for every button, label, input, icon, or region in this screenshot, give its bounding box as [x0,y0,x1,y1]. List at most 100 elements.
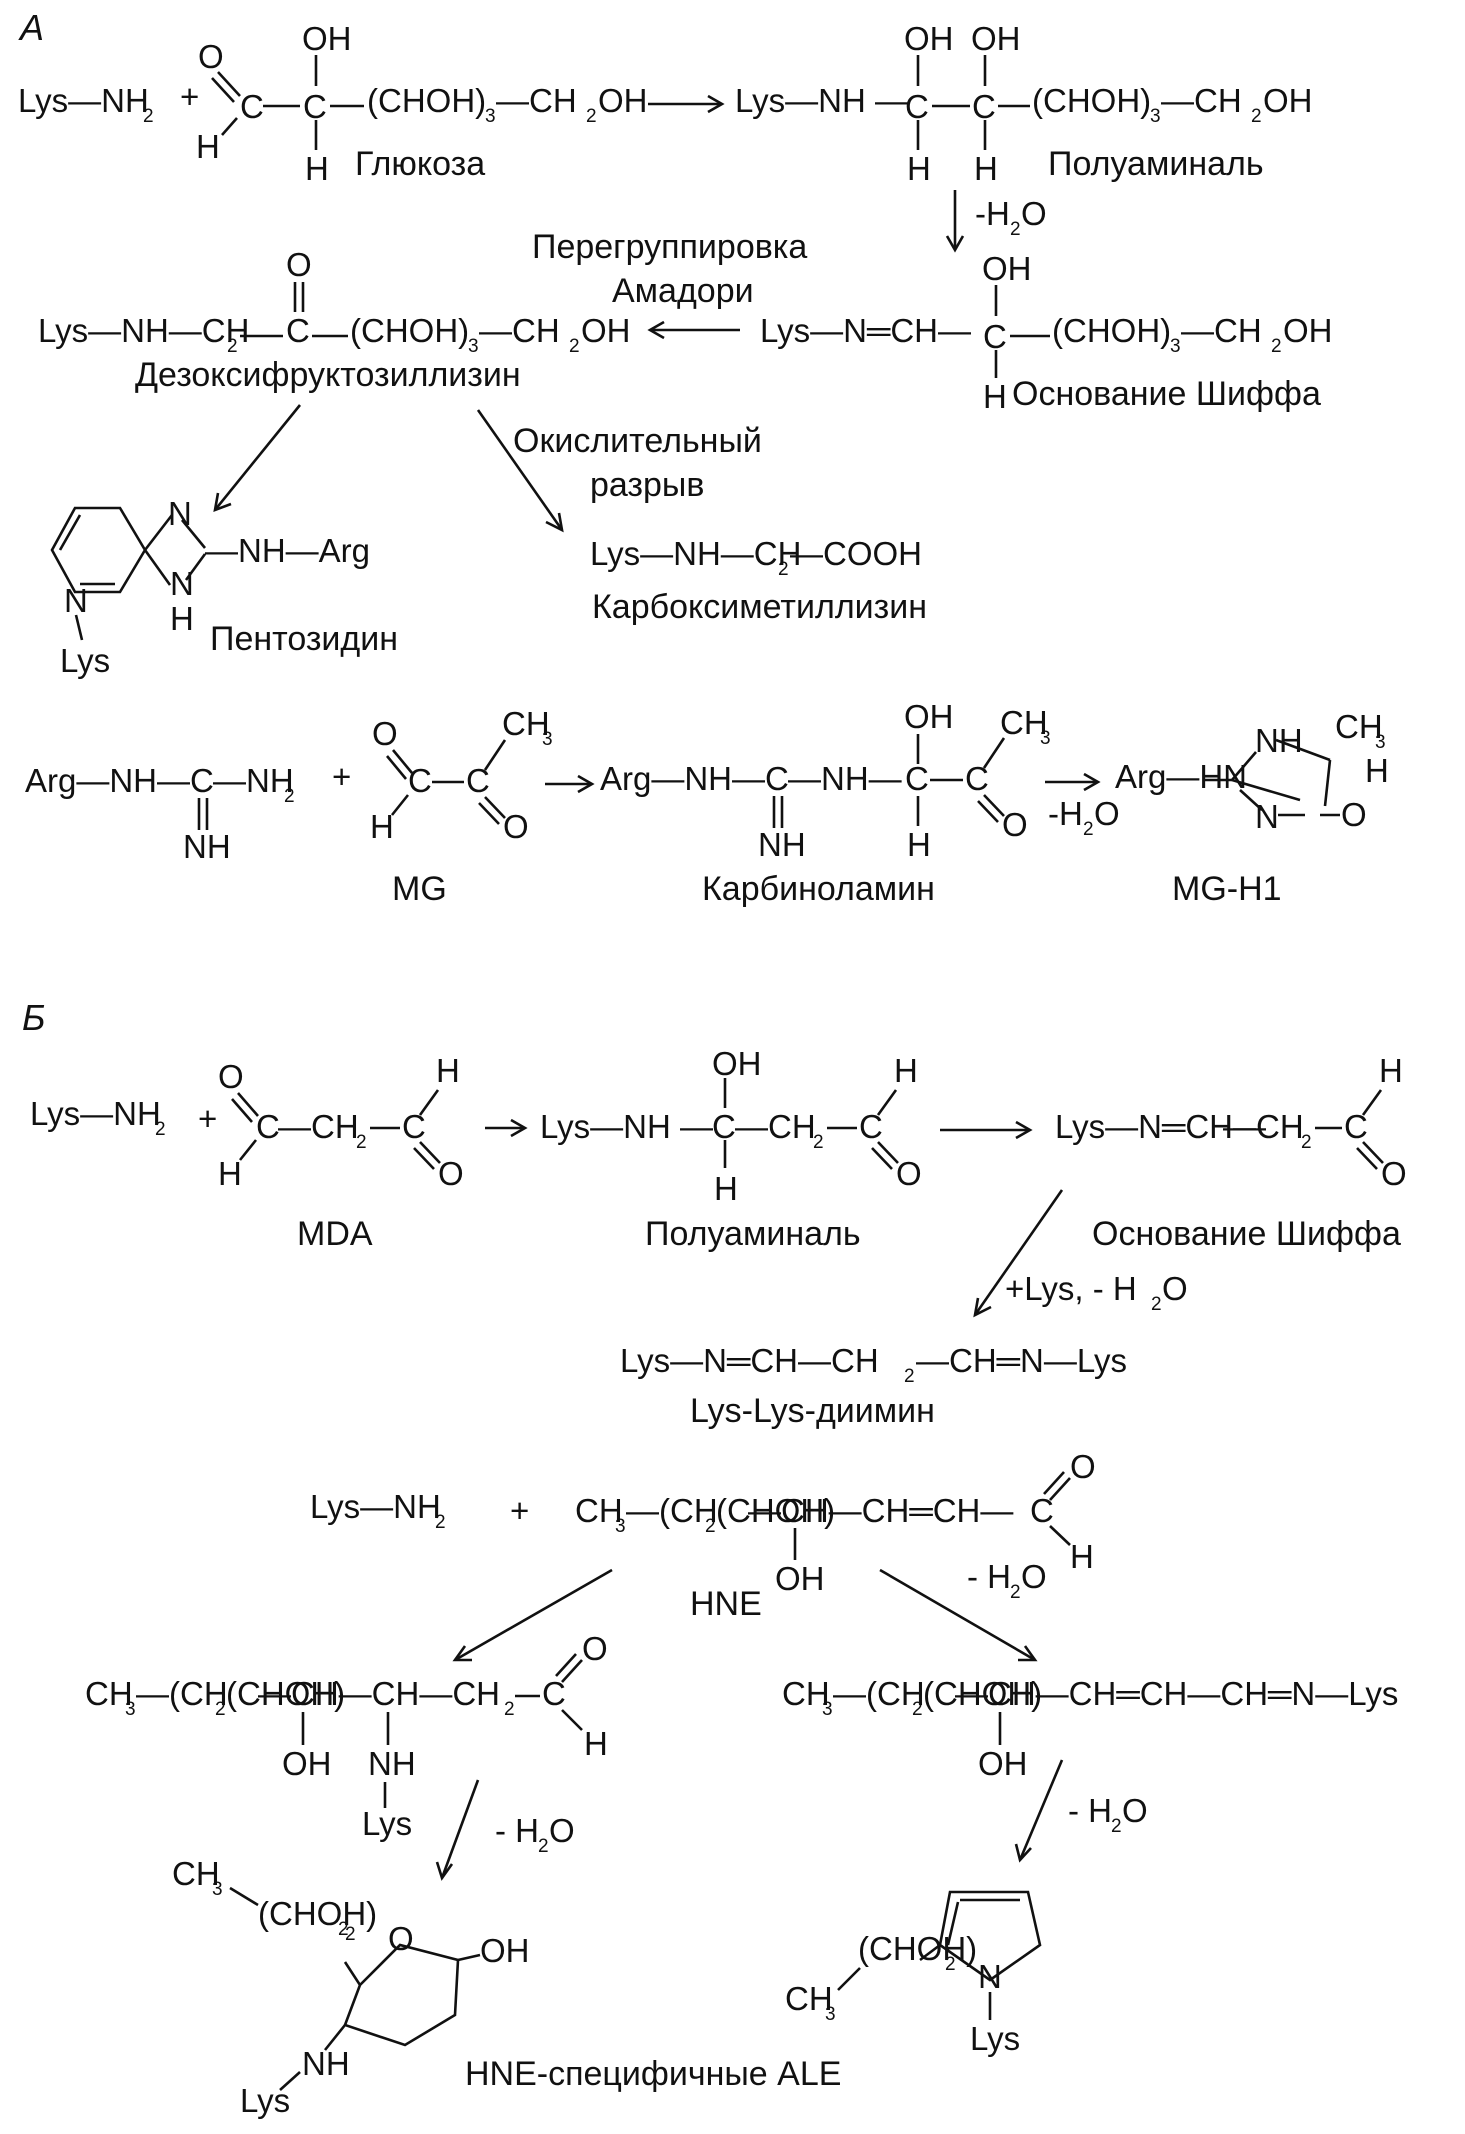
svg-text:—(CH: —(CH [833,1675,925,1712]
lys-water-label: +Lys, - H 2 O [1005,1270,1188,1315]
svg-text:O: O [1094,795,1120,832]
plus-sign: + [180,78,199,115]
svg-text:Lys—NH —: Lys—NH — [540,1108,713,1145]
svg-text:OH: OH [282,1745,332,1782]
arrow-head [647,320,665,340]
oxidative-label-2: разрыв [590,466,704,504]
svg-text:NH: NH [1255,722,1303,759]
svg-text:H: H [370,808,394,845]
polyaminal-a-structure: Lys—NH — C OH H C OH H (CHOH) 3 —CH 2 OH [735,20,1313,187]
svg-text:—CH—CH═CH—: —CH—CH═CH— [748,1492,1013,1529]
svg-text:O: O [1381,1155,1407,1192]
svg-text:OH: OH [982,250,1032,287]
svg-text:-H: -H [975,195,1010,232]
pyrrole-water-label: - H 2 O [1068,1792,1148,1837]
svg-text:—NH: —NH [213,762,294,799]
svg-text:2: 2 [1301,1132,1312,1153]
svg-text:O: O [549,1812,575,1849]
hne-water-label: - H 2 O [967,1558,1047,1603]
svg-text:NH: NH [368,1745,416,1782]
svg-text:—CH—CH═CH—CH═N—Lys: —CH—CH═CH—CH═N—Lys [955,1675,1398,1712]
deoxyfructosyllysine-label: Дезоксифруктозиллизин [135,356,521,394]
svg-text:N: N [1255,798,1279,835]
svg-text:—CH═N—Lys: —CH═N—Lys [916,1342,1127,1379]
svg-text:Lys—N═CH—CH: Lys—N═CH—CH [620,1342,879,1379]
svg-text:O: O [372,715,398,752]
svg-text:—NH—: —NH— [788,760,902,797]
svg-text:2: 2 [1010,219,1021,240]
svg-text:3: 3 [212,1879,223,1900]
svg-text:OH: OH [480,1932,530,1969]
svg-text:(CHOH): (CHOH) [226,1675,345,1712]
svg-text:3: 3 [825,2004,836,2025]
svg-text:C: C [1030,1492,1054,1529]
schiff-base-b-label: Основание Шиффа [1092,1215,1401,1253]
svg-text:C: C [972,88,996,125]
svg-text:Lys: Lys [240,2082,290,2119]
arrow-head [1018,1645,1038,1662]
svg-text:2: 2 [813,1132,824,1153]
svg-text:(CHOH): (CHOH) [367,82,486,119]
svg-text:2: 2 [705,1516,716,1537]
svg-text:C: C [256,1108,280,1145]
polyaminal-b-structure: Lys—NH — C OH H —CH 2 C H O [540,1045,922,1207]
svg-text:C: C [286,312,310,349]
svg-text:NH: NH [758,826,806,863]
svg-text:Lys: Lys [362,1805,412,1842]
svg-text:3: 3 [485,106,496,127]
svg-text:2: 2 [569,336,580,357]
svg-text:N: N [978,1958,1002,1995]
svg-text:3: 3 [1040,728,1051,749]
svg-text:—NH—Arg: —NH—Arg [205,532,370,569]
svg-text:C: C [905,88,929,125]
mda-structure: O C H —CH 2 C H O [218,1052,464,1192]
svg-text:2: 2 [945,1954,956,1975]
arrow-head [545,512,564,533]
arrow-head [1015,1120,1033,1140]
svg-text:2: 2 [284,786,295,807]
mda-label: MDA [297,1215,373,1253]
svg-text:Lys—NH: Lys—NH [30,1095,161,1132]
svg-text:(CHOH): (CHOH) [923,1675,1042,1712]
svg-text:—COOH: —COOH [790,535,922,572]
svg-text:H: H [974,150,998,187]
arrow-head [1014,1843,1032,1863]
svg-text:O: O [388,1920,414,1957]
svg-text:—CH: —CH [496,82,577,119]
svg-text:C: C [905,760,929,797]
svg-text:C: C [240,88,264,125]
svg-text:—(CH: —(CH [626,1492,718,1529]
lysine-amine: Lys—NH 2 [18,82,154,127]
svg-text:OH: OH [978,1745,1028,1782]
svg-text:2: 2 [356,1132,367,1153]
arrow-head [577,774,595,794]
svg-text:N: N [170,565,194,602]
svg-text:- H: - H [495,1812,539,1849]
svg-text:OH: OH [598,82,648,119]
arrow-to-hne-schiff [879,1568,1036,1662]
lysine-amine-b: Lys—NH 2 [30,1095,166,1140]
svg-text:2: 2 [215,1699,226,1720]
mgh1-structure: Arg—HN NH N O CH 3 H [1115,708,1389,835]
arrow-to-diimine [973,1189,1064,1316]
michael-adduct-structure: CH 3 —(CH 2 (CHOH) —CH—CH—CH 2 C O H OH … [85,1630,608,1842]
svg-text:2: 2 [338,1919,349,1940]
arrow-to-michael-adduct [454,1568,613,1662]
arrow-head [213,492,232,513]
svg-text:OH: OH [712,1045,762,1082]
svg-text:3: 3 [542,729,553,750]
svg-text:O: O [1162,1270,1188,1307]
amadori-label-2: Амадори [612,272,754,310]
svg-text:Lys: Lys [970,2020,1020,2057]
svg-text:C: C [190,762,214,799]
svg-text:CH: CH [172,1855,220,1892]
svg-text:C: C [859,1108,883,1145]
svg-text:OH: OH [302,20,352,57]
svg-text:—CH: —CH [1223,1108,1304,1145]
svg-text:H: H [907,150,931,187]
svg-text:Lys—NH—CH: Lys—NH—CH [38,312,249,349]
svg-text:H: H [170,600,194,637]
svg-text:OH: OH [1283,312,1333,349]
svg-text:Lys—N═CH—: Lys—N═CH— [1055,1108,1266,1145]
